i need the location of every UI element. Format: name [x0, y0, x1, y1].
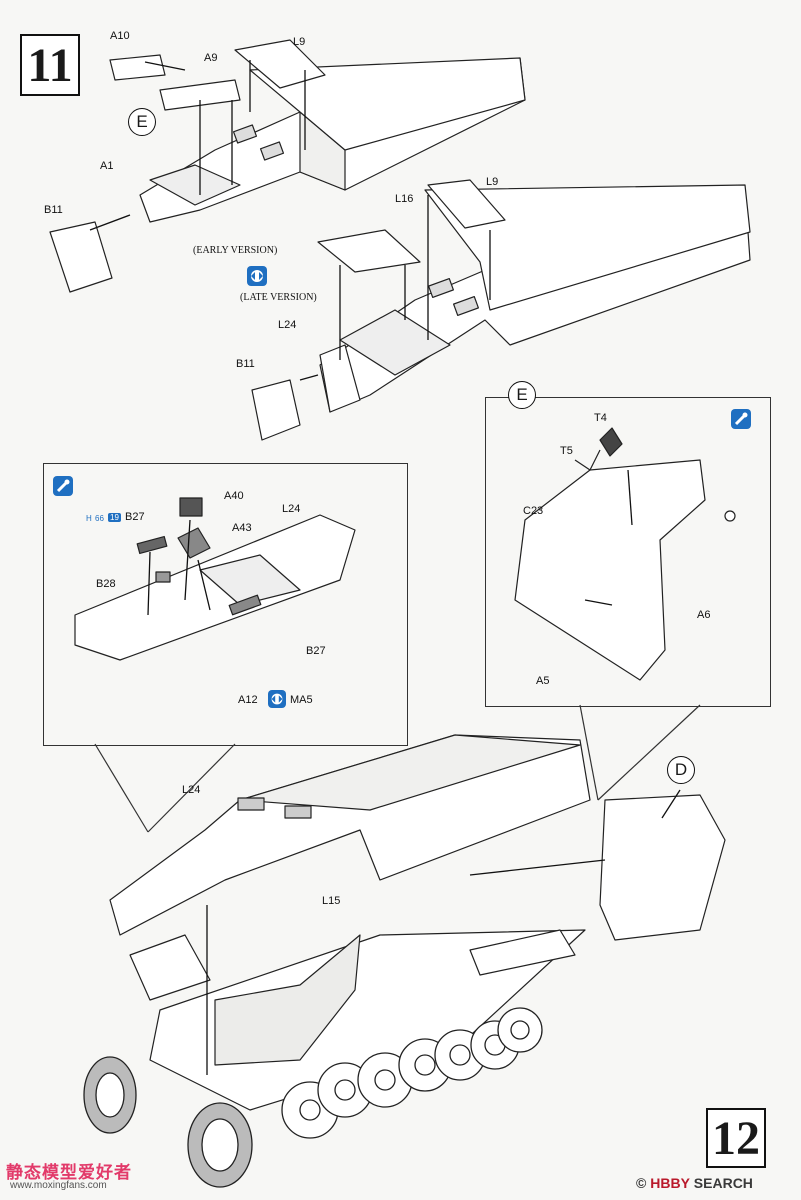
step-number-11: 11 — [20, 34, 80, 96]
late-hull-drawing — [251, 179, 751, 441]
early-hull-drawing — [49, 39, 526, 293]
part-b11-mid-shape — [251, 379, 301, 441]
label-l9-top: L9 — [293, 36, 306, 48]
early-version-label: (EARLY VERSION) — [193, 245, 278, 256]
part-a9-shape — [159, 79, 241, 111]
label-l9-mid: L9 — [486, 176, 499, 188]
label-l24-bottom: L24 — [182, 784, 201, 796]
label-b11-mid: B11 — [236, 358, 255, 370]
label-l24-inset: L24 — [282, 503, 301, 515]
label-b27-top: B27 — [125, 511, 145, 523]
inset-left-drawing — [74, 497, 356, 661]
version-swap-icon — [247, 266, 267, 286]
late-version-label: (LATE VERSION) — [240, 292, 317, 303]
label-l15: L15 — [322, 895, 341, 907]
rear-door-shape — [599, 794, 726, 941]
assembly-arrows — [89, 60, 681, 1075]
callout-d: D — [667, 756, 695, 784]
label-t4: T4 — [594, 412, 607, 424]
label-l16: L16 — [395, 193, 414, 205]
detail-inset-rear-door — [485, 397, 771, 707]
optional-part-icon — [53, 476, 73, 496]
reference-arrows-icon — [268, 690, 286, 708]
label-a12: A12 — [238, 694, 258, 706]
watermark-site-url: www.moxingfans.com — [10, 1180, 107, 1191]
label-a9: A9 — [204, 52, 218, 64]
callout-e-bottom: E — [508, 381, 536, 409]
label-a1: A1 — [100, 160, 114, 172]
part-l9-top-shape — [234, 39, 326, 89]
label-c23: C23 — [523, 505, 544, 517]
label-l24-mid: L24 — [278, 319, 297, 331]
inset-right-drawing — [514, 427, 736, 681]
label-a6: A6 — [697, 609, 711, 621]
reference-item: 19 — [108, 513, 121, 522]
reference-prefix: H — [86, 514, 92, 523]
part-b11-top-shape — [49, 221, 113, 293]
part-a10-shape — [109, 54, 166, 81]
label-ma5: MA5 — [290, 694, 313, 706]
detail-inset-interior — [43, 463, 408, 746]
step-number-12: 12 — [706, 1108, 766, 1168]
label-b28: B28 — [96, 578, 116, 590]
callout-e-top: E — [128, 108, 156, 136]
reference-page: 66 — [95, 514, 104, 523]
inset-leaders — [94, 704, 701, 833]
optional-part-icon-2 — [731, 409, 751, 429]
watermark-brand-mark: © — [636, 1175, 647, 1191]
road-wheels — [83, 1007, 543, 1188]
part-l9-mid-shape — [427, 179, 506, 229]
label-a5: A5 — [536, 675, 550, 687]
part-l16-shape — [317, 229, 421, 273]
label-b11-top: B11 — [44, 204, 63, 216]
part-l24-mid-shape — [319, 344, 361, 413]
watermark-brand: © HBBY SEARCH — [636, 1175, 753, 1191]
halftrack-drawing — [109, 734, 726, 1111]
label-t5: T5 — [560, 445, 573, 457]
label-b27-bottom: B27 — [306, 645, 326, 657]
watermark-brand-c: SEARCH — [693, 1175, 753, 1191]
label-a10: A10 — [110, 30, 130, 42]
watermark-brand-b: BBY — [660, 1175, 690, 1191]
label-a40: A40 — [224, 490, 244, 502]
watermark-brand-a: H — [650, 1175, 661, 1191]
watermark-site-cn: 静态模型爱好者 — [6, 1163, 132, 1182]
label-a43: A43 — [232, 522, 252, 534]
